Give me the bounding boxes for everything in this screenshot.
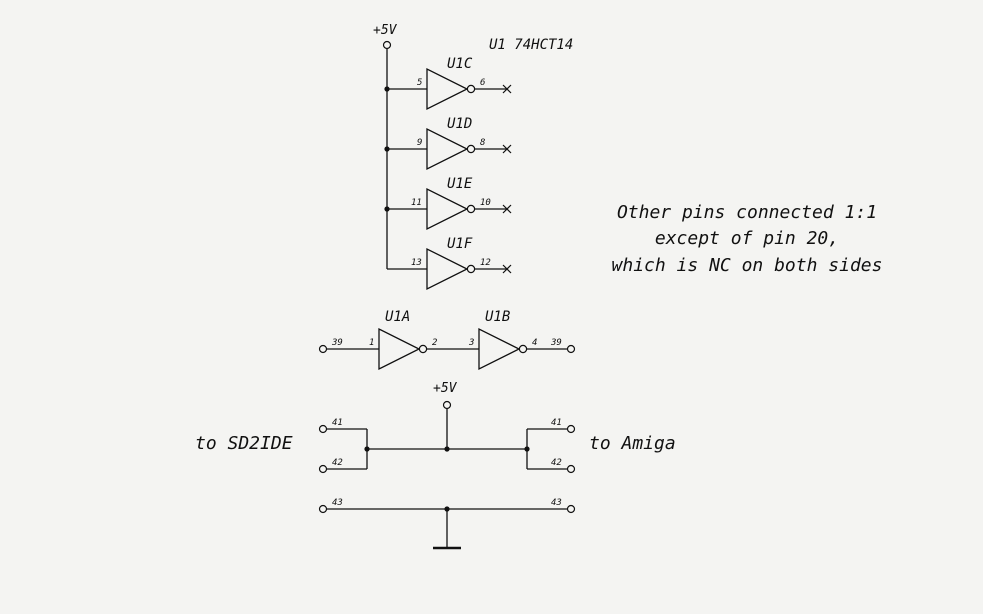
pin-label: 43: [332, 498, 343, 508]
left-connector-label: to SD2IDE: [195, 433, 293, 454]
note-line: which is NC on both sides: [612, 255, 883, 276]
pin-label: 41: [332, 418, 343, 428]
gate-ref: U1C: [447, 56, 473, 72]
buffer-chain: 39 1 U1A 2 3 U1B 4 39: [318, 309, 576, 371]
connector-terminal: [318, 344, 328, 354]
gate-u1e: 11 10 U1E: [384, 176, 512, 231]
gate-ref: U1E: [447, 176, 473, 192]
power-label-top: +5V: [373, 23, 398, 38]
gate-ref: U1B: [485, 309, 510, 325]
pin-label: 39: [331, 338, 343, 348]
pin-label: 41: [551, 418, 562, 428]
gate-ref: U1A: [385, 309, 410, 325]
gate-u1a: [378, 327, 421, 371]
pin-label: 4: [532, 338, 537, 348]
pin-label: 11: [411, 198, 422, 208]
connector-terminal: [566, 504, 576, 514]
chip-label: U1 74HCT14: [489, 37, 573, 53]
pin-label: 3: [468, 338, 474, 348]
gate-u1b: [478, 327, 521, 371]
power-label-bottom: +5V: [433, 381, 458, 396]
gate-ref: U1F: [447, 236, 473, 252]
connector-terminal: [566, 424, 576, 434]
power-terminal-bottom: [442, 400, 452, 410]
note-line: except of pin 20,: [655, 228, 839, 249]
gate-u1d: 9 8 U1D: [384, 116, 512, 171]
pin-label: 6: [480, 78, 485, 88]
connector-terminal: [566, 464, 576, 474]
gate-ref: U1D: [447, 116, 472, 132]
connector-terminal: [318, 464, 328, 474]
pin-label: 13: [411, 258, 422, 268]
pin-label: 39: [550, 338, 562, 348]
pin-label: 1: [369, 338, 374, 348]
pin-label: 42: [332, 458, 343, 468]
pin-label: 2: [432, 338, 437, 348]
right-connector-label: to Amiga: [589, 433, 676, 454]
pin-label: 43: [551, 498, 562, 508]
note-text: Other pins connected 1:1 except of pin 2…: [612, 202, 883, 276]
pin-label: 42: [551, 458, 562, 468]
pin-label: 9: [417, 138, 422, 148]
pin-label: 5: [417, 78, 422, 88]
gate-u1f: 13 12 U1F: [387, 236, 512, 291]
pin-label: 12: [480, 258, 491, 268]
connector-terminal: [318, 504, 328, 514]
connector-terminal: [318, 424, 328, 434]
pin-label: 8: [480, 138, 485, 148]
power-terminal-top: [382, 40, 392, 50]
connector-terminal: [566, 344, 576, 354]
gate-u1c: 5 6 U1C: [384, 56, 512, 111]
note-line: Other pins connected 1:1: [617, 202, 877, 223]
pin-label: 10: [480, 198, 491, 208]
